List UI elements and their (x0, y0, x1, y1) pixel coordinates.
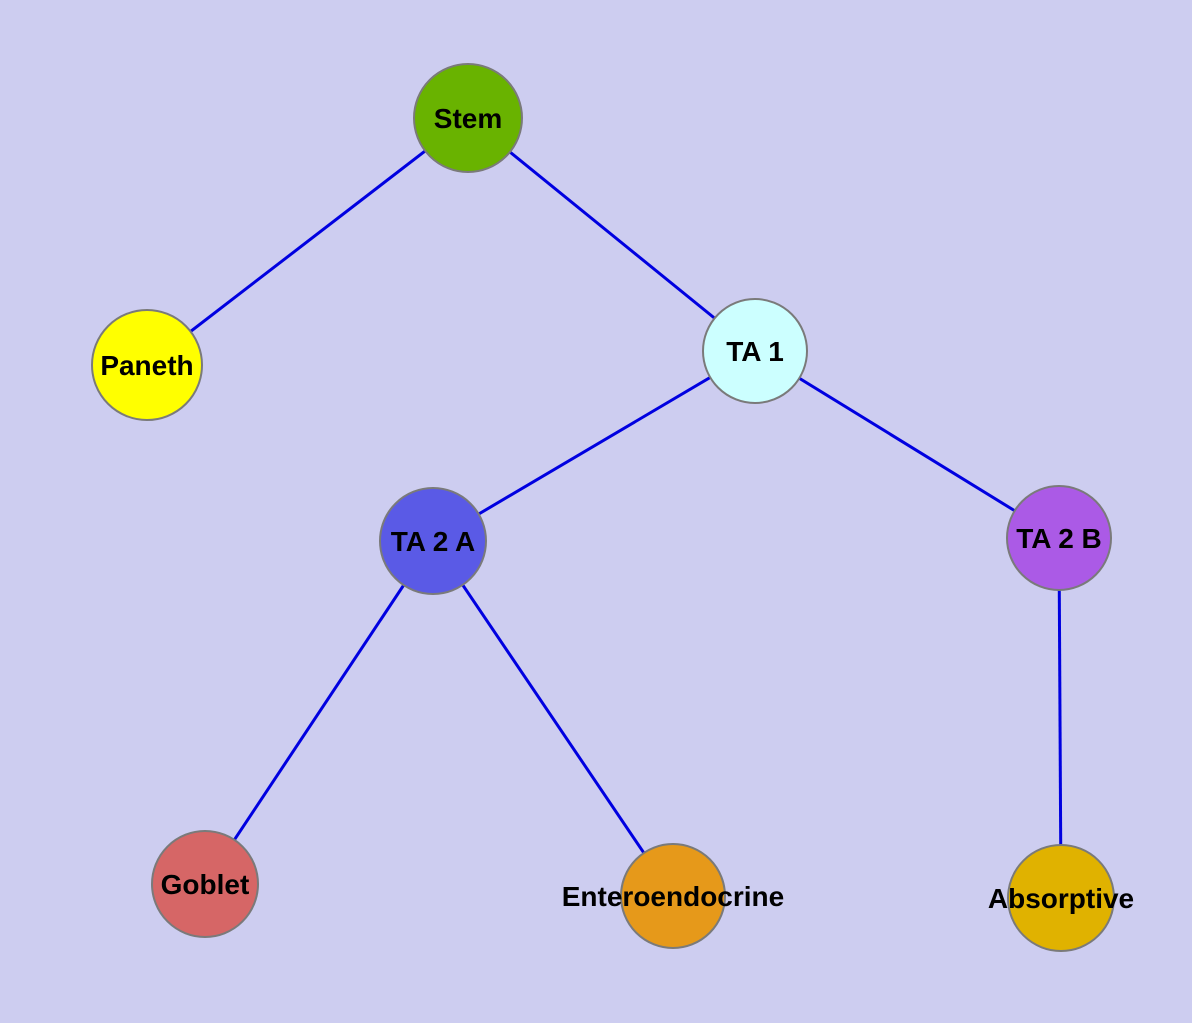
edge-ta2a-goblet (203, 540, 435, 885)
edge-stem-paneth (146, 116, 469, 367)
edge-ta1-ta2a (432, 349, 756, 543)
node-circle-absorptive[interactable] (1007, 844, 1115, 952)
node-goblet[interactable]: Goblet (151, 830, 259, 938)
node-paneth[interactable]: Paneth (91, 309, 203, 421)
node-ta2a[interactable]: TA 2 A (379, 487, 487, 595)
edge-ta2a-enteroendocrine (431, 540, 675, 897)
node-ta1[interactable]: TA 1 (702, 298, 808, 404)
node-absorptive[interactable]: Absorptive (988, 844, 1134, 952)
node-circle-paneth[interactable] (91, 309, 203, 421)
node-stem[interactable]: Stem (413, 63, 523, 173)
node-circle-ta2b[interactable] (1006, 485, 1112, 591)
node-circle-stem[interactable] (413, 63, 523, 173)
node-circle-ta1[interactable] (702, 298, 808, 404)
node-circle-ta2a[interactable] (379, 487, 487, 595)
edge-ta1-ta2b (754, 349, 1060, 540)
edge-ta2b-absorptive (1057, 537, 1063, 899)
node-enteroendocrine[interactable]: Enteroendocrine (562, 843, 784, 949)
edge-stem-ta1 (467, 116, 756, 353)
node-circle-enteroendocrine[interactable] (620, 843, 726, 949)
node-circle-goblet[interactable] (151, 830, 259, 938)
node-ta2b[interactable]: TA 2 B (1006, 485, 1112, 591)
